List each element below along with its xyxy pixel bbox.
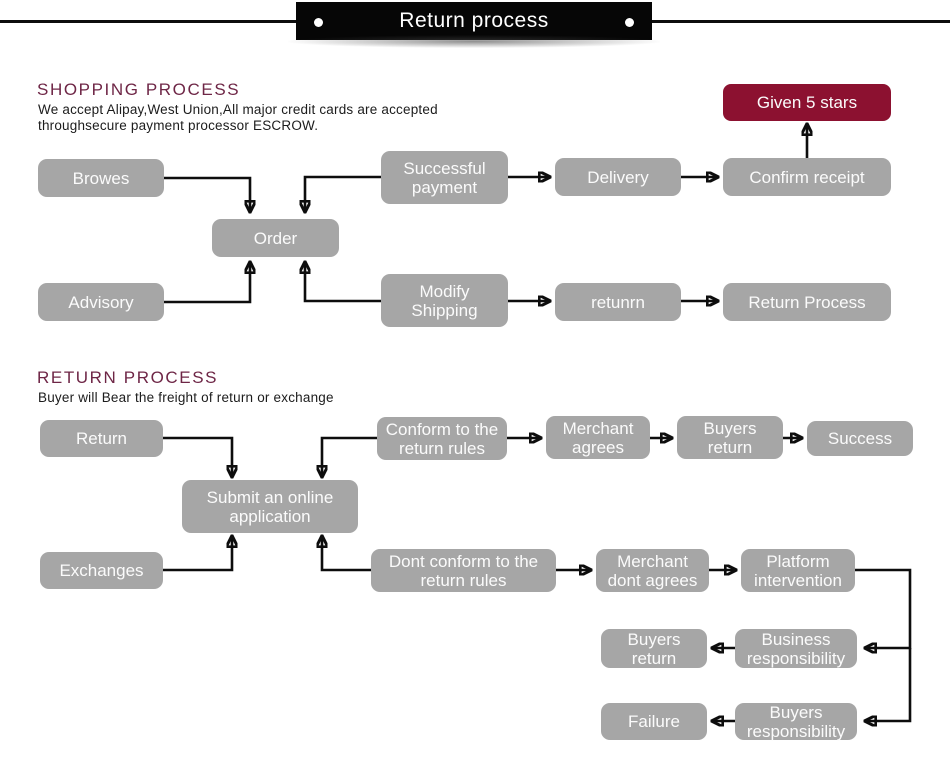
- shopping-process-heading: SHOPPING PROCESS: [37, 80, 241, 99]
- node-delivery: Delivery: [555, 158, 681, 196]
- node-order: Order: [212, 219, 339, 257]
- arrow-modify-shipping-to-order: [305, 263, 381, 303]
- node-return: Return: [40, 420, 163, 457]
- node-buyers-responsibility: Buyers responsibility: [735, 703, 857, 741]
- arrow-advisory-to-order: [164, 263, 250, 304]
- node-merchant-dont-agrees: Merchant dont agrees: [596, 549, 709, 592]
- node-successful-payment: Successful payment: [381, 151, 508, 204]
- arrow-return-to-submit: [163, 436, 232, 476]
- node-browes: Browes: [38, 159, 164, 197]
- node-buyers-return-top: Buyers return: [677, 416, 783, 459]
- ribbon-dot-left-icon: [314, 18, 323, 27]
- shopping-subtitle-line2: throughsecure payment processor ESCROW.: [38, 118, 319, 133]
- node-modify-shipping: Modify Shipping: [381, 274, 508, 327]
- node-success: Success: [807, 421, 913, 456]
- node-merchant-agrees: Merchant agrees: [546, 416, 650, 459]
- arrow-exchanges-to-submit: [163, 537, 232, 572]
- arrow-successful-payment-to-order: [305, 175, 381, 211]
- node-platform-intervention: Platform intervention: [741, 549, 855, 592]
- arrow-down-to-buyers-responsibility: [866, 648, 912, 721]
- node-business-responsibility: Business responsibility: [735, 629, 857, 668]
- node-failure: Failure: [601, 703, 707, 740]
- title-ribbon: Return process: [288, 2, 660, 48]
- node-buyers-return-bottom: Buyers return: [601, 629, 707, 668]
- node-exchanges: Exchanges: [40, 552, 163, 589]
- ribbon-dot-right-icon: [625, 18, 634, 27]
- node-dont-conform-rules: Dont conform to the return rules: [371, 549, 556, 592]
- arrow-browes-to-order: [164, 176, 250, 211]
- node-advisory: Advisory: [38, 283, 164, 321]
- node-return-process: Return Process: [723, 283, 891, 321]
- arrow-conform-to-submit: [322, 436, 377, 476]
- return-subtitle: Buyer will Bear the freight of return or…: [38, 390, 334, 405]
- node-retunrn: retunrn: [555, 283, 681, 321]
- arrow-dont-conform-to-submit: [322, 537, 371, 572]
- arrow-platform-to-business-responsibility: [855, 568, 912, 648]
- node-given-5-stars: Given 5 stars: [723, 84, 891, 121]
- return-process-heading: RETURN PROCESS: [37, 368, 219, 387]
- page-title: Return process: [399, 9, 549, 32]
- shopping-subtitle-line1: We accept Alipay,West Union,All major cr…: [38, 102, 438, 117]
- node-submit-application: Submit an online application: [182, 480, 358, 533]
- node-conform-rules: Conform to the return rules: [377, 417, 507, 460]
- node-confirm-receipt: Confirm receipt: [723, 158, 891, 196]
